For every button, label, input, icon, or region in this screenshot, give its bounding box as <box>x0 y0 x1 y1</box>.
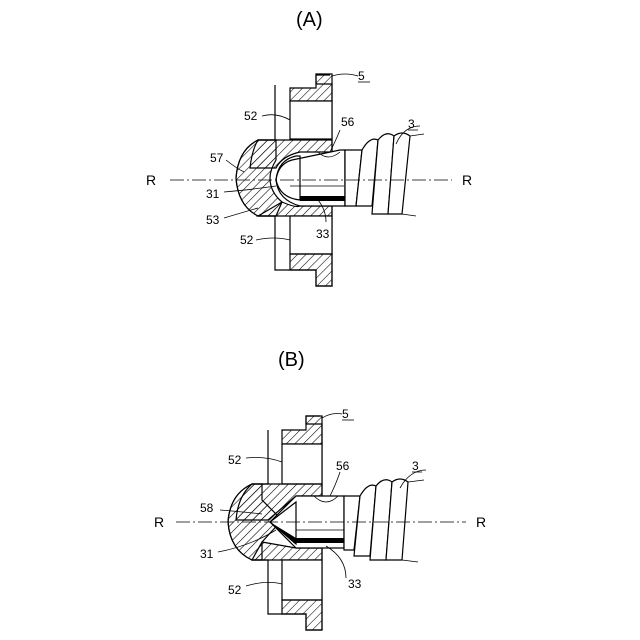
leader-5-b <box>322 414 342 419</box>
axis-right-a: R <box>462 172 472 188</box>
label-57-a: 57 <box>210 151 224 165</box>
label-5-b: 5 <box>342 407 349 421</box>
label-31-b: 31 <box>200 547 214 561</box>
label-31-a: 31 <box>206 187 220 201</box>
figure-b: (B) R R <box>154 349 486 630</box>
label-52-top-a: 52 <box>244 109 258 123</box>
leader-52t-a <box>262 115 290 120</box>
bottom-block-b <box>282 600 322 630</box>
leader-33-b <box>326 546 346 578</box>
top-block-a <box>290 74 332 101</box>
label-56-a: 56 <box>341 115 355 129</box>
axis-right-b: R <box>476 514 486 530</box>
caption-a: (A) <box>296 9 323 31</box>
body-head-a <box>236 140 282 216</box>
leader-52b-b <box>246 582 282 586</box>
hole-52-top-a <box>290 101 332 139</box>
label-53-a: 53 <box>206 213 220 227</box>
axis-left-a: R <box>146 172 156 188</box>
hole-52-bottom-b <box>282 560 322 600</box>
leader-52b-a <box>256 238 290 240</box>
label-52-bottom-a: 52 <box>240 233 254 247</box>
leader-52t-b <box>246 458 282 463</box>
caption-b: (B) <box>278 349 305 371</box>
label-3-b: 3 <box>412 459 419 473</box>
housing-b <box>228 416 346 630</box>
contact-33-a <box>300 196 348 201</box>
leader-56-b <box>330 472 340 496</box>
bottom-block-a <box>290 254 332 286</box>
label-33-b: 33 <box>348 577 362 591</box>
leader-5-a <box>332 74 358 76</box>
label-52-bottom-b: 52 <box>228 583 242 597</box>
label-33-a: 33 <box>316 227 330 241</box>
label-5-a: 5 <box>358 69 365 83</box>
top-block-b <box>282 416 322 444</box>
axis-left-b: R <box>154 514 164 530</box>
hole-52-top-b <box>282 444 322 484</box>
screw-3-b <box>344 479 424 562</box>
figure-a: (A) <box>146 9 472 286</box>
label-58-b: 58 <box>200 501 214 515</box>
label-56-b: 56 <box>336 459 350 473</box>
label-3-a: 3 <box>408 117 415 131</box>
screw-3-a <box>345 133 424 216</box>
label-52-top-b: 52 <box>228 453 242 467</box>
